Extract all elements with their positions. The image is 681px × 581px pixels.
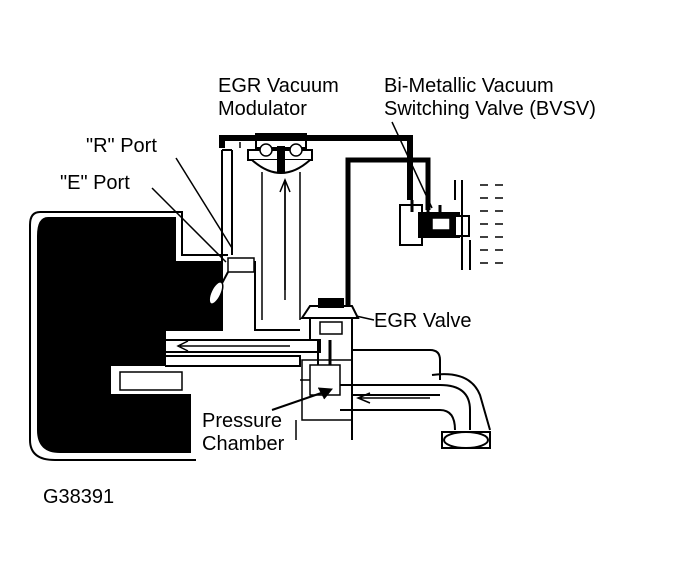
e-port-label: "E" Port <box>60 172 130 194</box>
pressure-chamber-line1: Pressure <box>202 410 283 432</box>
leader-pressure-arrow <box>317 387 333 400</box>
exhaust-flange <box>443 431 489 449</box>
pressure-chamber-body <box>309 364 341 396</box>
bvsv-label: Bi-Metallic Vacuum Switching Valve (BVSV… <box>384 75 596 121</box>
egr-vacuum-modulator-line1: EGR Vacuum <box>218 75 339 97</box>
coolant-dashes <box>480 184 503 264</box>
flow-arrow-up <box>279 178 291 290</box>
port-block <box>227 257 255 273</box>
leader-e-port <box>151 187 227 263</box>
exhaust-pipe <box>340 384 471 431</box>
bvsv-line2: Switching Valve (BVSV) <box>384 98 596 120</box>
intake-manifold-outline <box>29 211 228 461</box>
vacuum-hose-to-egr-valve <box>345 157 431 305</box>
exhaust-housing <box>352 349 441 396</box>
leader-bvsv <box>391 121 433 209</box>
egr-vacuum-modulator-line2: Modulator <box>218 98 307 120</box>
throttle-plate-disc <box>208 281 224 305</box>
coolant-housing <box>454 180 471 270</box>
leader-r-port <box>175 157 233 249</box>
vacuum-hose-top <box>219 135 413 200</box>
bvsv-line1: Bi-Metallic Vacuum <box>384 75 554 97</box>
bvsv-valve <box>399 200 470 246</box>
egr-passage-pipe <box>164 339 321 367</box>
leader-pressure-chamber <box>271 389 331 411</box>
manifold-inner-light <box>119 371 183 391</box>
throttle-body <box>221 149 300 331</box>
flow-arrow-left <box>176 340 290 352</box>
egr-vacuum-modulator-label: EGR Vacuum Modulator <box>218 75 339 121</box>
pressure-chamber-line2: Chamber <box>202 433 285 455</box>
r-port-label: "R" Port <box>86 135 157 157</box>
figure-id: G38391 <box>43 486 115 508</box>
egr-valve-label: EGR Valve <box>374 310 472 332</box>
intake-manifold <box>37 217 223 453</box>
leader-egr-valve <box>355 315 375 321</box>
pressure-chamber-label: Pressure Chamber <box>202 410 284 456</box>
flow-arrow-exhaust <box>356 392 430 404</box>
modulator-vertical-tube <box>261 172 301 320</box>
